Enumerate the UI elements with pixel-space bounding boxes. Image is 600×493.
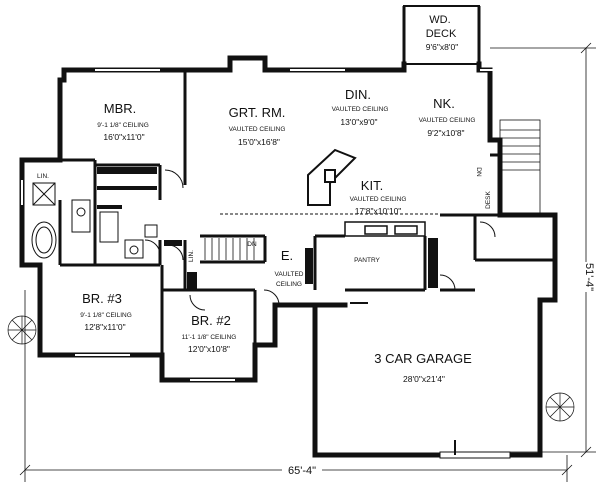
nk-size: 9'2"x10'8": [427, 128, 464, 138]
linen-label-1: LIN.: [37, 173, 49, 180]
deck-label-1: WD.: [429, 14, 450, 26]
mbr-label: MBR.: [104, 101, 137, 116]
deck-label-2: DECK: [426, 28, 457, 40]
garage-label: 3 CAR GARAGE: [374, 351, 472, 366]
garage-size: 28'0"x21'4": [403, 374, 445, 384]
br2-ceiling: 11'-1 1/8" CEILING: [182, 334, 237, 341]
grt-rm-size: 15'0"x16'8": [238, 137, 280, 147]
nk-ceiling: VAULTED CEILING: [419, 117, 476, 124]
deck-size: 9'6"x8'0": [426, 42, 458, 52]
garage-door: [439, 440, 511, 459]
tree-left-icon: [7, 315, 37, 345]
grt-rm-label: GRT. RM.: [229, 105, 286, 120]
room-labels: WD. DECK 9'6"x8'0" MBR. 9'-1 1/8" CEILIN…: [80, 14, 475, 384]
mbr-size: 16'0"x11'0": [103, 132, 144, 142]
stair-down-label: DN: [247, 241, 257, 248]
entry-label: E.: [281, 248, 293, 263]
windows: [21, 69, 500, 381]
br2-size: 12'0"x10'8": [188, 344, 230, 354]
linen-label-2: LIN.: [188, 250, 195, 262]
din-size: 13'0"x9'0": [340, 117, 377, 127]
stairs: [204, 119, 541, 260]
wood-deck: [402, 5, 481, 65]
small-labels: LIN. LIN. DN DN DESK: [37, 167, 492, 262]
kitchen-island: [220, 148, 455, 215]
din-label: DIN.: [345, 87, 371, 102]
br3-label: BR. #3: [82, 291, 122, 306]
nk-label: NK.: [433, 96, 455, 111]
tree-right-icon: [545, 392, 575, 422]
overall-depth: 51'-4": [583, 263, 595, 291]
closets: [97, 167, 438, 290]
kit-size: 17'8"x10'10": [355, 206, 402, 216]
doors: [144, 169, 496, 311]
kitchen-counters: [344, 221, 426, 237]
entry-ceiling-2: CEILING: [276, 281, 302, 288]
kit-ceiling: VAULTED CEILING: [350, 196, 407, 203]
grt-rm-ceiling: VAULTED CEILING: [229, 126, 286, 133]
br2-label: BR. #2: [191, 313, 231, 328]
mbr-ceiling: 9'-1 1/8" CEILING: [97, 122, 149, 129]
br3-ceiling: 9'-1 1/8" CEILING: [80, 312, 132, 319]
dimension-text: 65'-4" 51'-4": [282, 262, 595, 477]
kit-label: KIT.: [361, 178, 383, 193]
pantry-label: PANTRY: [354, 257, 380, 264]
stair-down-label-2: DN: [475, 167, 482, 177]
desk-label: DESK: [485, 190, 492, 208]
din-ceiling: VAULTED CEILING: [332, 106, 389, 113]
br3-size: 12'8"x11'0": [84, 322, 125, 332]
bath-fixtures: [31, 182, 158, 259]
interior-walls: [58, 70, 555, 355]
overall-width: 65'-4": [288, 465, 316, 477]
entry-ceiling-1: VAULTED: [274, 271, 303, 278]
